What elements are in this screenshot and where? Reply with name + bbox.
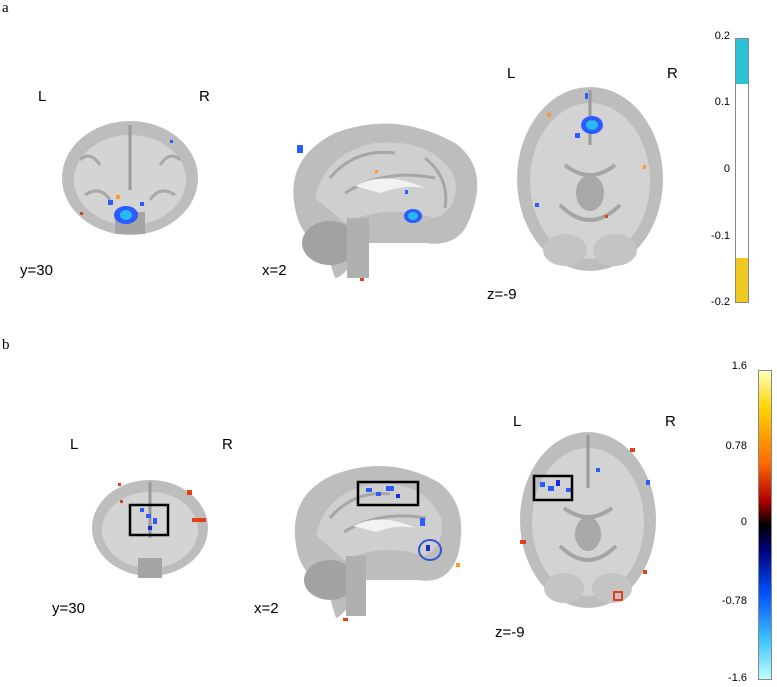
sagittal-brain-slice-b bbox=[294, 466, 462, 621]
left-side-label: L bbox=[38, 88, 47, 105]
activation-cluster bbox=[535, 93, 646, 218]
colorbar-a bbox=[735, 38, 749, 303]
right-side-label: R bbox=[665, 413, 676, 430]
highlight-box bbox=[356, 480, 420, 507]
colorbar-tick: 1.6 bbox=[731, 360, 747, 372]
coord-label-y: y=30 bbox=[20, 262, 53, 279]
left-side-label: L bbox=[70, 436, 79, 453]
colorbar-tick: -0.78 bbox=[721, 595, 747, 607]
right-side-label: R bbox=[199, 88, 210, 105]
colorbar-b bbox=[758, 370, 772, 680]
colorbar-tick: 0.2 bbox=[714, 30, 730, 42]
colorbar-tick: 0 bbox=[740, 516, 747, 528]
colorbar-tick: -0.2 bbox=[711, 296, 730, 308]
left-side-label: L bbox=[507, 65, 516, 82]
colorbar-tick: 0 bbox=[723, 163, 730, 175]
axial-brain-slice-a bbox=[517, 87, 663, 271]
panel-label-b: b bbox=[2, 337, 10, 353]
right-side-label: R bbox=[667, 65, 678, 82]
left-side-label: L bbox=[513, 413, 522, 430]
sagittal-brain-slice-a bbox=[293, 123, 478, 281]
coord-label-x: x=2 bbox=[262, 262, 287, 279]
highlight-circle bbox=[418, 539, 442, 561]
coord-label-x: x=2 bbox=[254, 600, 279, 617]
activation-cluster bbox=[80, 140, 173, 224]
activation-cluster bbox=[118, 483, 206, 530]
colorbar-tick: -1.6 bbox=[728, 672, 747, 684]
coord-label-z: z=-9 bbox=[495, 624, 525, 641]
colorbar-tick: 0.78 bbox=[725, 440, 747, 452]
colorbar-tick: 0.1 bbox=[714, 96, 730, 108]
activation-cluster bbox=[297, 145, 422, 281]
axial-brain-slice-b bbox=[520, 432, 656, 608]
colorbar-tick: -0.1 bbox=[711, 230, 730, 242]
coronal-brain-slice-b bbox=[92, 480, 208, 578]
panel-label-a: a bbox=[2, 0, 9, 16]
right-side-label: R bbox=[222, 436, 233, 453]
coord-label-z: z=-9 bbox=[487, 286, 517, 303]
highlight-box bbox=[128, 503, 170, 537]
activation-cluster bbox=[343, 486, 460, 621]
highlight-box bbox=[532, 474, 574, 502]
activation-cluster bbox=[520, 448, 650, 601]
coronal-brain-slice-a bbox=[62, 121, 198, 235]
coord-label-y: y=30 bbox=[52, 600, 85, 617]
